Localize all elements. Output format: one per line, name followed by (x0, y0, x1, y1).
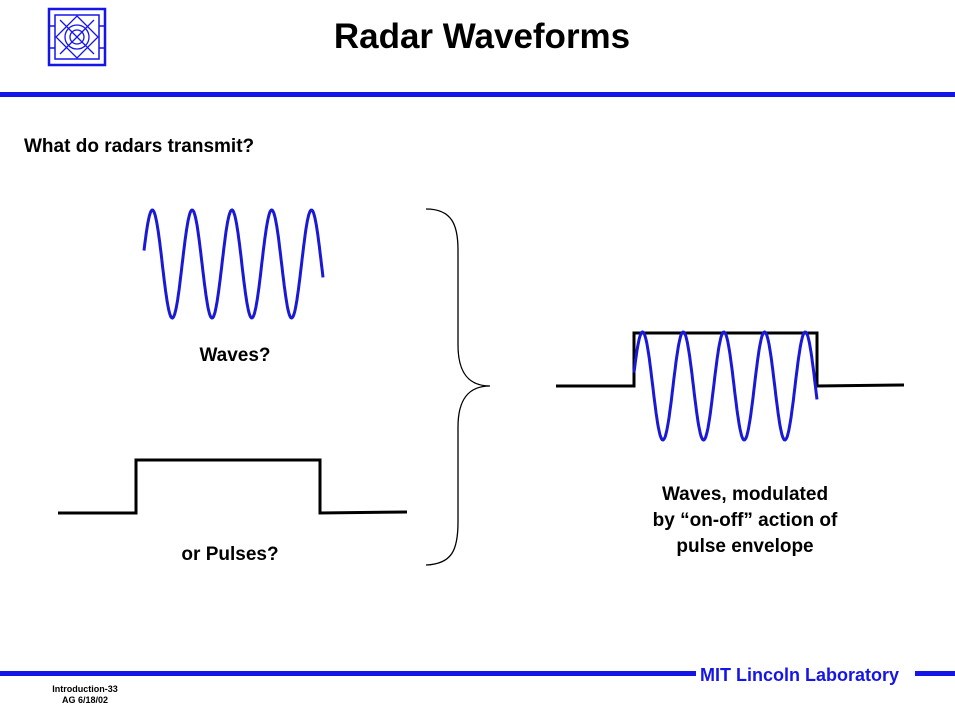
bottom-divider-left (0, 671, 696, 676)
top-divider (0, 92, 955, 97)
rectangular-pulse (58, 458, 408, 515)
bottom-divider-right (915, 671, 955, 676)
curly-brace (425, 208, 491, 566)
slide-identifier: Introduction-33 AG 6/18/02 (30, 684, 140, 706)
slide-number: Introduction-33 (52, 684, 118, 694)
pulses-label: or Pulses? (181, 544, 279, 565)
modulated-label-line: pulse envelope (676, 536, 814, 557)
modulated-sine-wave (632, 330, 819, 442)
question-text: What do radars transmit? (24, 136, 255, 157)
slide-date: AG 6/18/02 (61, 695, 109, 705)
modulated-label: Waves, modulated by “on-off” action of p… (590, 482, 900, 560)
lab-name: MIT Lincoln Laboratory (700, 665, 900, 685)
sine-wave (142, 208, 325, 320)
waves-label: Waves? (199, 345, 271, 366)
modulated-label-line: by “on-off” action of (652, 510, 838, 531)
slide-title: Radar Waveforms (333, 17, 631, 56)
lincoln-lab-logo-icon (47, 7, 107, 67)
modulated-label-line: Waves, modulated (661, 484, 829, 505)
